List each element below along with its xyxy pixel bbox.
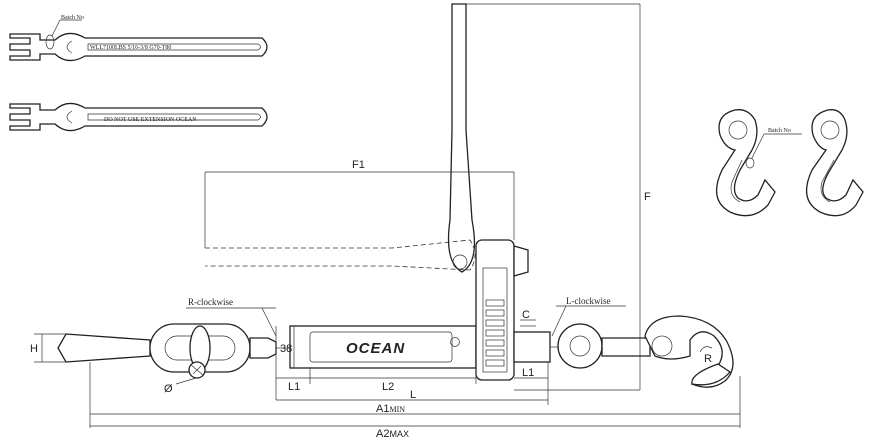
dimensions: [34, 3, 741, 428]
binder-assembly: [57, 3, 734, 388]
registered-mark: [450, 337, 460, 347]
dim-c-label: C: [522, 309, 530, 321]
brand-logo: OCEAN: [346, 340, 405, 357]
dim-h-label: H: [30, 343, 38, 355]
thread-left-label: R-clockwise: [188, 297, 233, 307]
handle-warning-text: DO NOT USE EXTENSION OCEAN: [104, 117, 197, 123]
dim-l-label: L: [410, 389, 416, 401]
dim-f1-label: F1: [352, 159, 365, 171]
dim-l2-label: L2: [382, 381, 394, 393]
handle-marking: WLL7100LBS 5/16-3/8 G70-T80: [90, 45, 171, 51]
dim-38-label: 38: [280, 343, 292, 355]
dim-l1-right-label: L1: [522, 367, 534, 379]
dim-phi-label: Ø: [164, 383, 173, 395]
dim-f-label: F: [644, 191, 651, 203]
dim-a2-label: A2MAX: [376, 428, 409, 440]
batch-label-hook: Batch No: [768, 128, 791, 134]
dim-r-label: R: [704, 353, 712, 365]
thread-right-label: L-clockwise: [566, 296, 610, 306]
dim-l1-left-label: L1: [288, 381, 300, 393]
handle-side-view: DO NOT USE EXTENSION OCEAN: [9, 102, 268, 132]
dim-a1-label: A1MIN: [376, 403, 405, 415]
handle-top-view: Batch No WLL7100LBS 5/16-3/8 G70-T80: [9, 15, 268, 62]
hooks-detail: Batch No: [715, 109, 864, 217]
batch-label-handle: Batch No: [61, 15, 84, 21]
